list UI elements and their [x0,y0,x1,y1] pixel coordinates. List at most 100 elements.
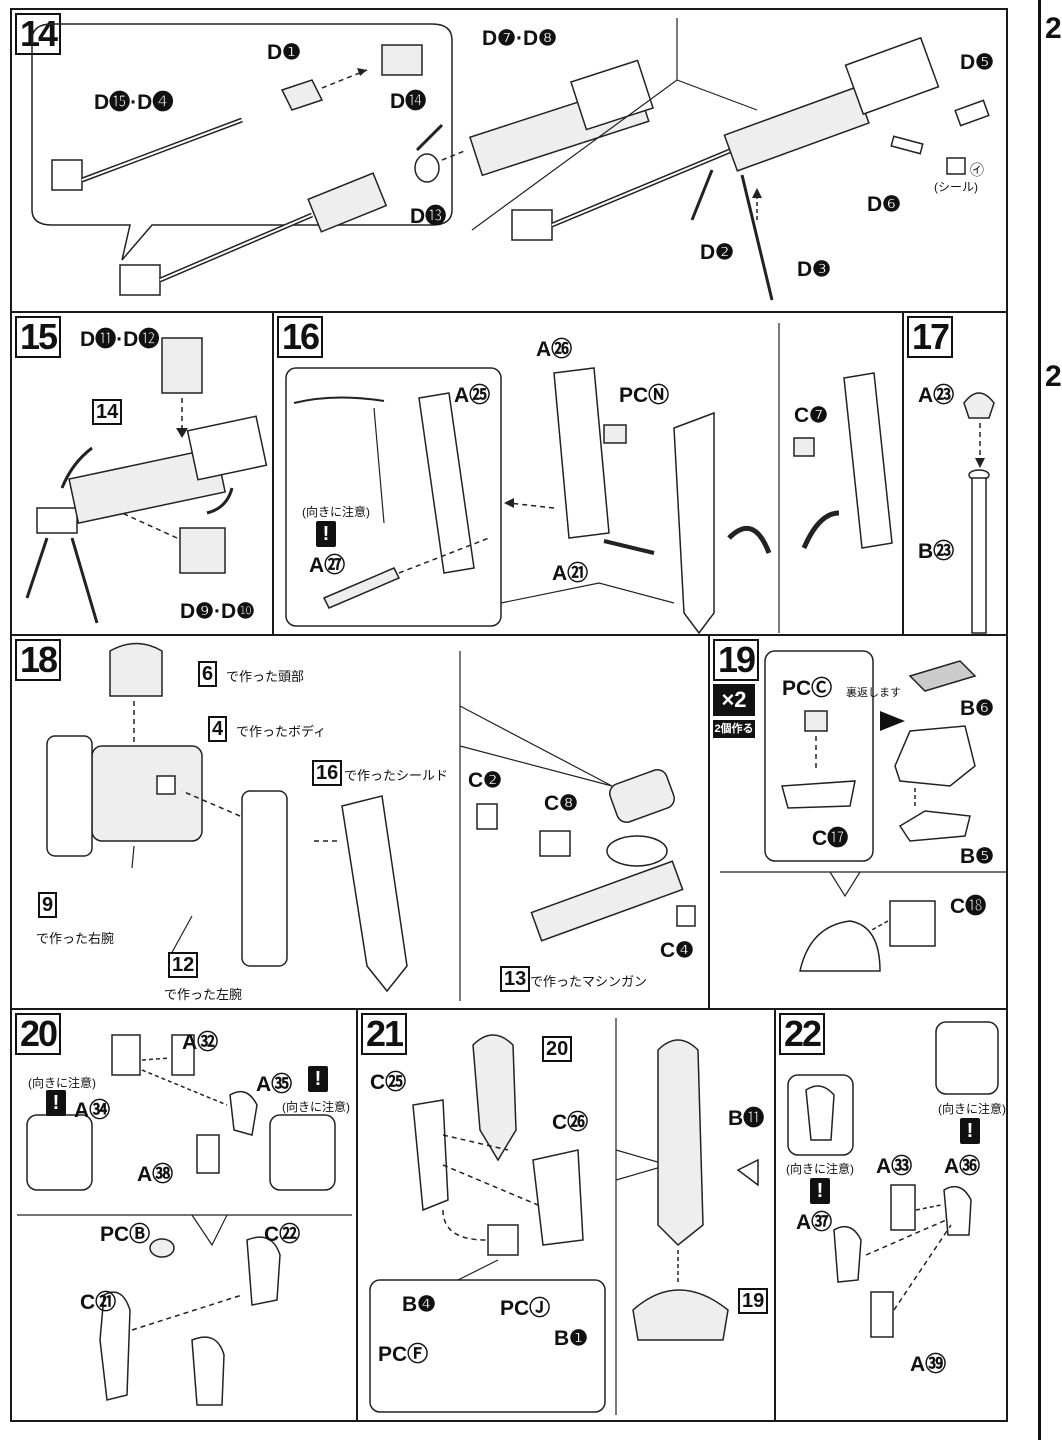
step-number: 19 [713,639,760,681]
seal-mark: ㋑ [970,162,984,178]
gun-assembly-drawing [31,18,990,301]
seal-note: (シール) [934,180,978,194]
orientation-note-2: (向きに注意) [282,1100,350,1114]
step-22-panel: 22 (向きに注意) ! A㊲ (向きに注意) ! A㉝ A㊱ A㊴ [774,1008,1008,1422]
part-d3-label: D❸ [797,258,831,281]
part-d15-d4-label: D⓯·D❹ [94,91,174,114]
part-a27-label: A㉗ [309,554,346,577]
step-21-panel: 21 20 C㉕ C㉖ B⓫ 19 B❹ PCⒿ B❶ PCⒻ [356,1008,776,1422]
orientation-note: (向きに注意) [302,505,370,519]
part-pcb-label: PCⒷ [100,1223,151,1246]
right-arm-ref-text: で作った右腕 [36,931,115,946]
part-d7-d8-label: D❼·D❽ [482,27,557,50]
part-c17-label: C⓱ [812,827,849,850]
step-17-panel: 17 A㉓ B㉓ [902,311,1008,636]
part-a21-label: A㉑ [552,562,589,585]
body-assembly-drawing [46,642,696,1001]
gun-side-drawing [25,337,268,624]
part-c8-label: C❽ [544,792,578,815]
ref-step-20: 20 [542,1036,573,1062]
ref-step-12: 12 [168,952,199,978]
part-a38-label: A㊳ [137,1163,174,1186]
warning-icon: ! [316,521,336,547]
part-b11-label: B⓫ [728,1107,765,1130]
orientation-note-1: (向きに注意) [786,1162,854,1176]
warning-icon-1: ! [46,1090,66,1116]
head-ref-text: で作った頭部 [226,669,305,684]
part-pcn-label: PCⓃ [619,384,670,407]
orientation-note-2: (向きに注意) [938,1102,1006,1116]
ref-step-9: 9 [38,892,58,918]
part-pcj-label: PCⒿ [500,1297,551,1320]
part-c25-label: C㉕ [370,1071,407,1094]
step-20-panel: 20 A㉜ (向きに注意) ! A㉞ A㉟ ! (向きに注意) A㊳ PCⒷ C… [10,1008,358,1422]
part-c2-label: C❷ [468,769,502,792]
step-number: 20 [15,1013,62,1055]
shield-assembly-drawing [285,323,893,634]
shield-ref-text: で作ったシールド [344,768,449,783]
part-d13-label: D⓭ [410,205,447,228]
part-b4-label: B❹ [402,1293,436,1316]
part-pcf-label: PCⒻ [378,1343,429,1366]
part-d2-label: D❷ [700,241,734,264]
step-16-panel: 16 A㉕ A㉖ PCⓃ A㉑ C❼ (向きに注意) ! A㉗ [272,311,904,636]
step-19-panel: 19 ×2 2個作る PCⒸ 裏返します B❻ C⓱ B❺ C⓲ [708,634,1008,1011]
part-a37-label: A㊲ [796,1211,833,1234]
part-d9-d10-label: D❾·D❿ [180,600,255,623]
part-d5-label: D❺ [960,51,994,74]
warning-icon-2: ! [960,1118,980,1144]
step-number: 16 [277,316,324,358]
step-number: 21 [361,1013,408,1055]
part-c18-label: C⓲ [950,895,987,918]
step-number: 17 [907,316,954,358]
part-c4-label: C❹ [660,939,694,962]
next-step-number-1: 2 [1045,12,1062,45]
machinegun-ref-text: で作ったマシンガン [530,974,648,989]
part-b5-label: B❺ [960,845,994,868]
step-18-panel: 18 6 で作った頭部 4 で作ったボディ 16 で作ったシールド 9 で作った… [10,634,710,1011]
next-page-edge: 2 2 [1038,0,1062,1440]
step-number: 14 [15,13,62,55]
ref-step-16: 16 [312,760,343,786]
part-d1-label: D❶ [267,41,301,64]
step-number: 22 [779,1013,826,1055]
step-15-panel: 15 D⓫·D⓬ 14 D❾·D❿ [10,311,274,636]
left-arm-ref-text: で作った左腕 [164,987,243,1002]
part-a33-label: A㉝ [876,1155,913,1178]
part-a23-label: A㉓ [918,384,955,407]
part-d14-label: D⓮ [390,90,427,113]
part-c21-label: C㉑ [80,1291,117,1314]
multiplier-badge: ×2 [713,684,755,716]
warning-icon-1: ! [810,1178,830,1204]
ref-step-6: 6 [198,661,218,687]
part-a26-label: A㉖ [536,338,573,361]
leg-upper-drawing [17,1034,352,1406]
step-14-panel: 14 [10,8,1008,313]
flip-over-note: 裏返します [846,687,901,699]
part-c26-label: C㉖ [552,1111,589,1134]
part-d11-d12-label: D⓫·D⓬ [80,328,160,351]
ref-step-14: 14 [92,399,123,425]
foot-assembly-drawing [720,650,1006,972]
part-c7-label: C❼ [794,404,828,427]
part-a25-label: A㉕ [454,384,491,407]
part-a32-label: A㉜ [182,1031,219,1054]
part-b6-label: B❻ [960,697,994,720]
part-a36-label: A㊱ [944,1155,981,1178]
step-number: 18 [15,639,62,681]
part-a34-label: A㉞ [74,1099,111,1122]
ref-step-13: 13 [500,966,531,992]
ref-step-4: 4 [208,716,228,742]
warning-icon-2: ! [308,1066,328,1092]
body-ref-text: で作ったボディ [236,724,327,739]
part-b1-label: B❶ [554,1327,588,1350]
next-step-number-2: 2 [1045,360,1062,393]
part-pcc-label: PCⒸ [782,677,833,700]
orientation-note-1: (向きに注意) [28,1076,96,1090]
ref-step-19: 19 [738,1288,769,1314]
part-c22-label: C㉒ [264,1223,301,1246]
antenna-drawing [963,392,995,634]
leg-armor-drawing [787,1021,999,1338]
part-b23-label: B㉓ [918,540,955,563]
